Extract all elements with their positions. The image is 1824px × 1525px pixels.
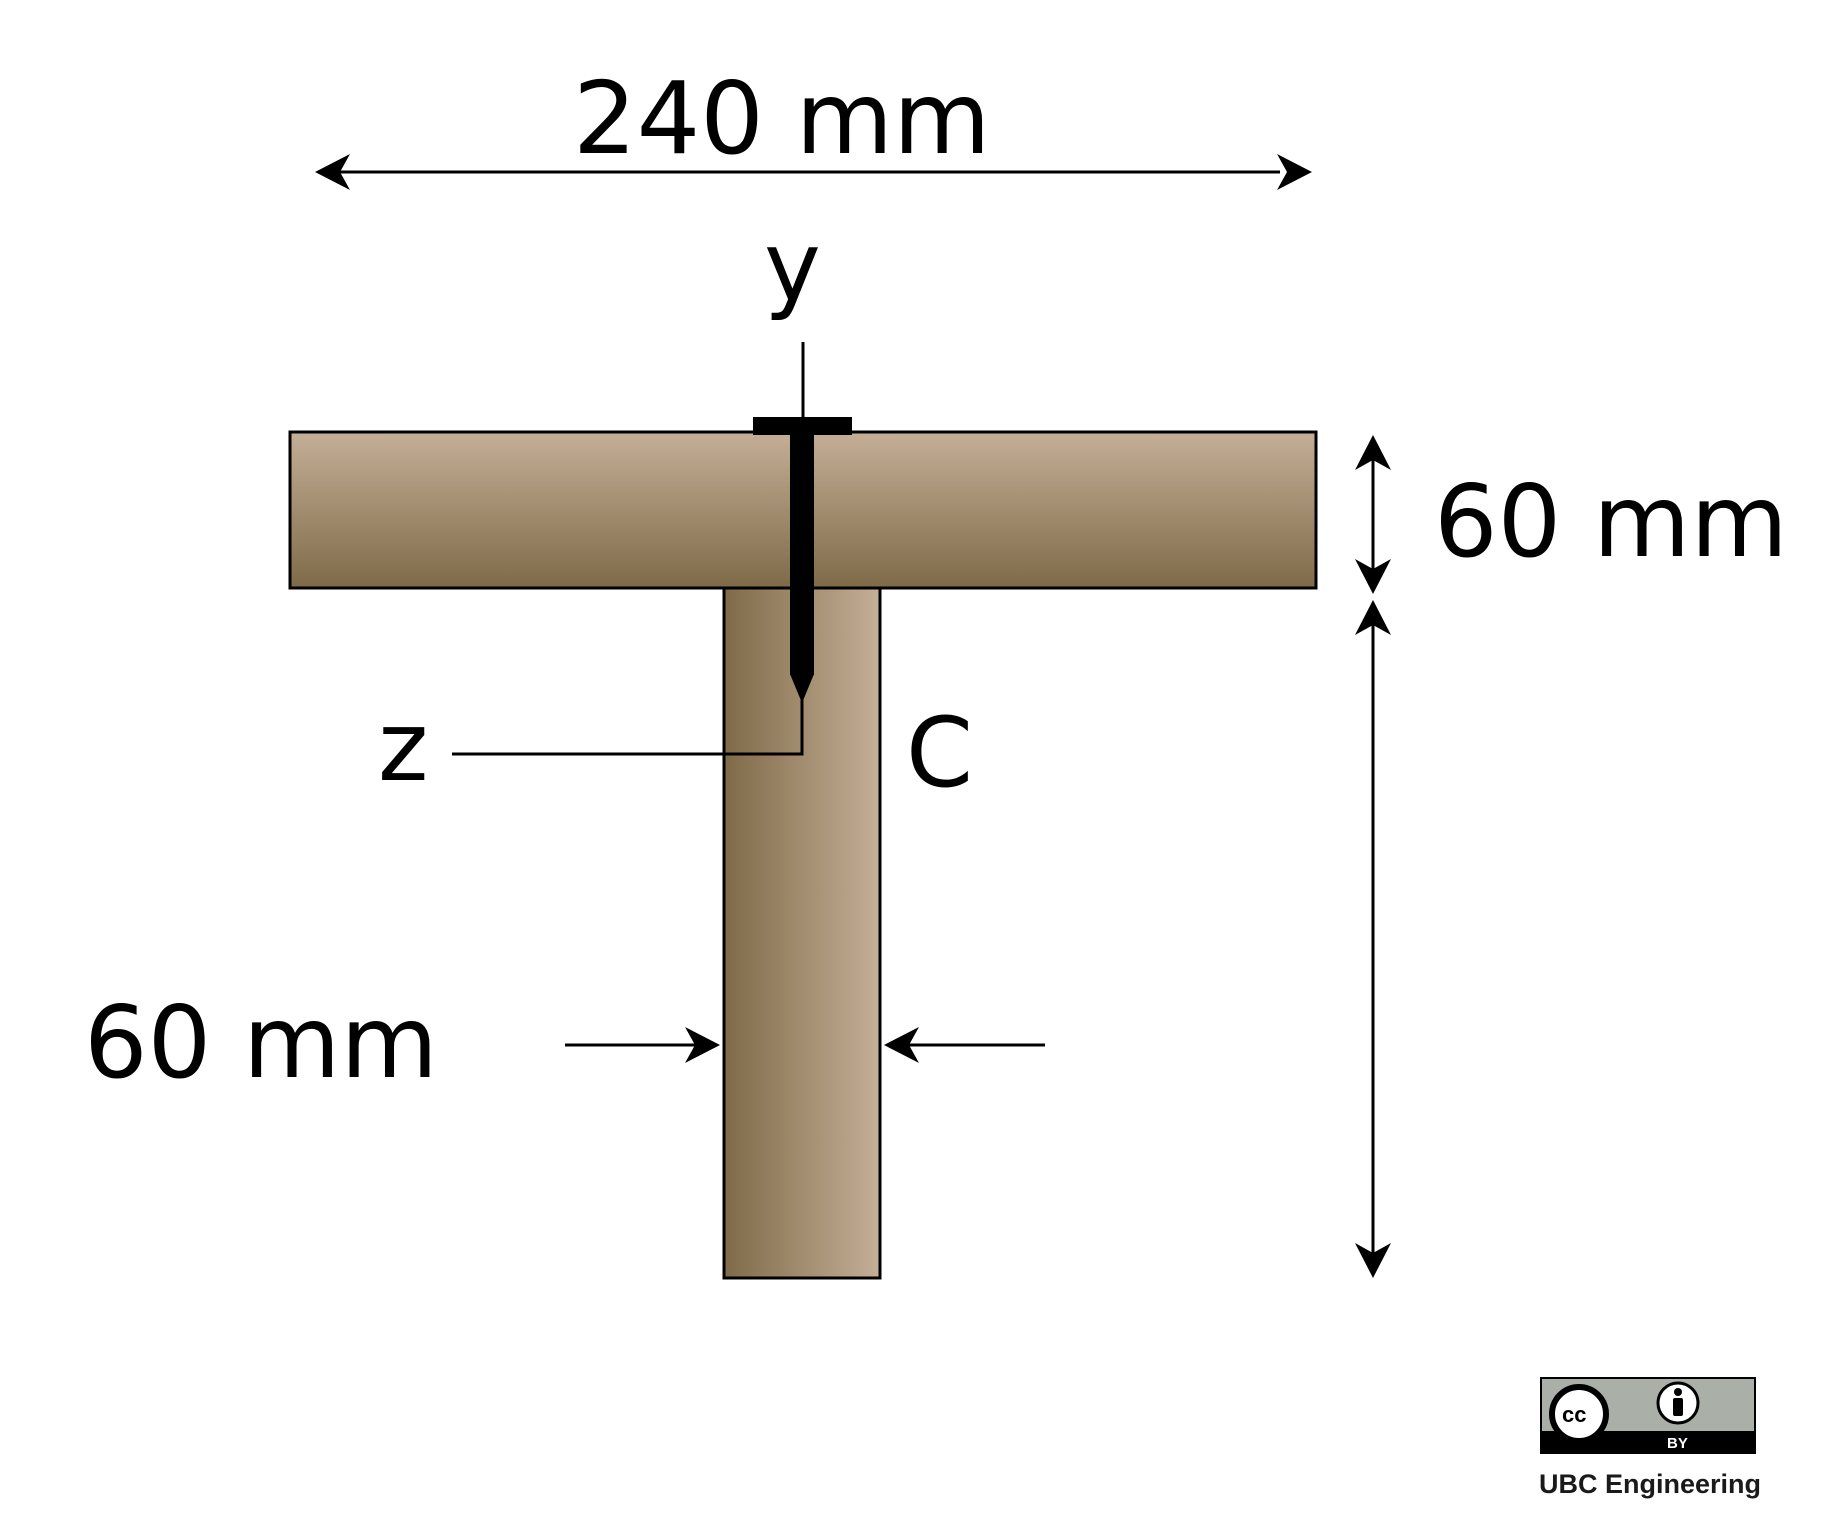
flange-thickness-label: 60 mm (1434, 463, 1788, 580)
cc-icon-text: cc (1562, 1402, 1586, 1427)
y-axis-arrow (753, 417, 852, 703)
y-axis-label: y (764, 211, 821, 323)
cc-icon (1549, 1384, 1609, 1444)
credit-text: UBC Engineering (1539, 1469, 1761, 1499)
by-label: BY (1667, 1435, 1688, 1452)
flange-width-dimension-arrow (315, 154, 1312, 190)
z-axis-label: z (378, 691, 428, 803)
web-thickness-dimension-arrows (565, 1027, 1045, 1063)
person-icon (1656, 1381, 1700, 1425)
cc-by-license-badge: cc BY (1540, 1377, 1756, 1454)
z-axis-line (452, 700, 804, 756)
flange-width-label: 240 mm (573, 60, 990, 177)
flange-thickness-dimension-arrow (1355, 435, 1391, 594)
centroid-label: C (906, 697, 973, 809)
web-height-dimension-arrow (1355, 600, 1391, 1278)
web-thickness-label: 60 mm (84, 984, 438, 1101)
